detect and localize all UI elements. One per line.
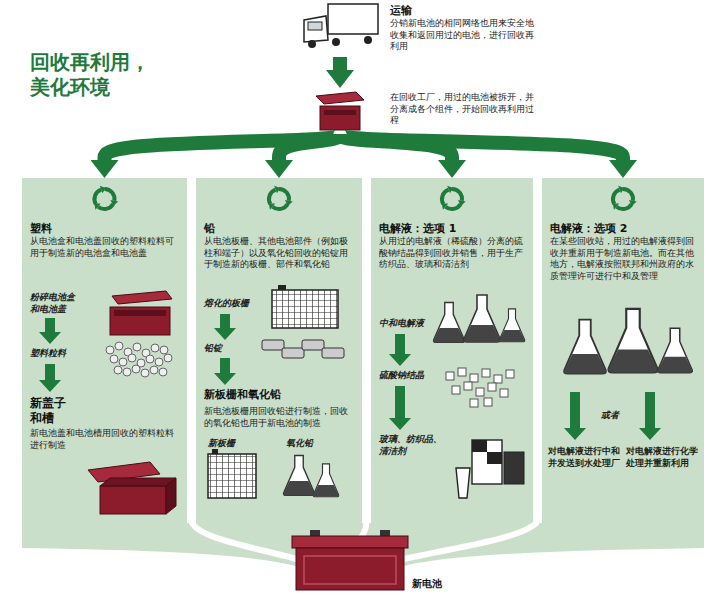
step-label: 新电池盖和电池槽用回收的塑料粒料进行制造 (30, 428, 178, 451)
funnel-ground (22, 523, 704, 566)
step-label: 新板栅和氧化铅 (204, 388, 281, 402)
step-label: 或者 (601, 410, 619, 422)
step-label: 中和电解液 (379, 318, 424, 330)
step-label: 对电解液进行中和并发送到水处理厂 (548, 446, 620, 469)
truck-icon (332, 38, 340, 46)
step-label: 玻璃、纺织品、清洁剂 (379, 434, 449, 457)
used-battery-icon (324, 110, 356, 115)
flow-arrow (340, 134, 623, 160)
step-label: 新板栅 (208, 438, 235, 450)
flow-arrow (105, 134, 341, 160)
node-text: 从电池盒和电池盖回收的塑料粒料可用于制造新的电池盒和电池盖 (30, 236, 179, 259)
truck-icon (304, 16, 328, 42)
truck-icon (364, 36, 372, 44)
material-panel: 电解液：选项 1从用过的电解液（稀硫酸）分离的硫酸钠结晶得到回收并销售，用于生产… (371, 178, 533, 523)
node-text: 新电池 (412, 578, 452, 590)
flow-arrow (279, 134, 340, 160)
step-label: 铅锭 (204, 343, 222, 355)
step-label: 硫酸钠结晶 (379, 370, 424, 382)
step-label: 新盖子和槽 (30, 396, 72, 426)
truck-icon (328, 4, 378, 34)
funnel-ground (352, 522, 367, 548)
new-battery-picture (310, 530, 320, 537)
used-battery-icon (316, 92, 364, 104)
node-heading: 铅 (204, 222, 354, 236)
node-text: 在某些回收站，用过的电解液得到回收并重新用于制造新电池。而在其他地方，电解液按照… (550, 236, 696, 282)
used-battery-icon (320, 106, 360, 130)
flow-arrow (333, 57, 347, 70)
new-battery-node: 新电池 (292, 528, 452, 594)
new-battery-picture (292, 536, 408, 548)
node-text: 在回收工厂，用过的电池被拆开，并分离成各个组件，开始回收再利用过程 (390, 92, 542, 127)
node-heading: 电解液：选项 1 (379, 222, 525, 236)
new-battery-picture (296, 548, 404, 590)
step-label: 熔化的板栅 (204, 298, 249, 310)
node-text: 分销新电池的相同网络也用来安全地收集和返回用过的电池，进行回收再利用 (390, 18, 542, 53)
funnel-ground (192, 522, 301, 560)
node-text: 从电池板栅、其他电池部件（例如极柱和端子）以及氧化铅回收的铅锭用于制造新的板栅、… (204, 236, 354, 271)
node-heading: 电解液：选项 2 (550, 222, 696, 236)
node-text: 从用过的电解液（稀硫酸）分离的硫酸钠结晶得到回收并销售，用于生产纺织品、玻璃和清… (379, 236, 525, 271)
material-panel: 铅从电池板栅、其他电池部件（例如极柱和端子）以及氧化铅回收的铅锭用于制造新的板栅… (196, 178, 362, 523)
used-battery-icon (316, 92, 364, 130)
diagram-title: 回收再利用，美化环境 (30, 50, 162, 100)
step-label: 氧化铅 (286, 438, 313, 450)
step-label: 新电池板栅用回收铅进行制造，回收的氧化铅也用于新电池的制造 (204, 406, 354, 429)
new-battery-picture (292, 530, 408, 590)
truck-icon (308, 22, 322, 30)
material-panel: 电解液：选项 2在某些回收站，用过的电解液得到回收并重新用于制造新电池。而在其他… (542, 178, 704, 523)
step-label: 塑料粒料 (30, 348, 66, 360)
transport-block: 运输分销新电池的相同网络也用来安全地收集和返回用过的电池，进行回收再利用 (298, 0, 548, 57)
funnel-ground (22, 522, 704, 566)
truck-icon (308, 40, 316, 48)
new-battery-picture (304, 556, 396, 584)
step-label: 粉碎电池盒和电池盖 (30, 292, 82, 315)
node-heading: 运输 (390, 4, 542, 18)
node-heading: 塑料 (30, 222, 179, 236)
funnel-ground (400, 522, 538, 560)
material-panel: 塑料从电池盒和电池盖回收的塑料粒料可用于制造新的电池盒和电池盖粉碎电池盒和电池盖… (22, 178, 187, 523)
new-battery-picture (380, 530, 390, 537)
step-label: 对电解液进行化学处理并重新利用 (626, 446, 698, 469)
recycling-plant-block: 在回收工厂，用过的电池被拆开，并分离成各个组件，开始回收再利用过程 (298, 88, 548, 134)
flow-arrow (340, 134, 452, 160)
truck-icon (304, 4, 378, 48)
